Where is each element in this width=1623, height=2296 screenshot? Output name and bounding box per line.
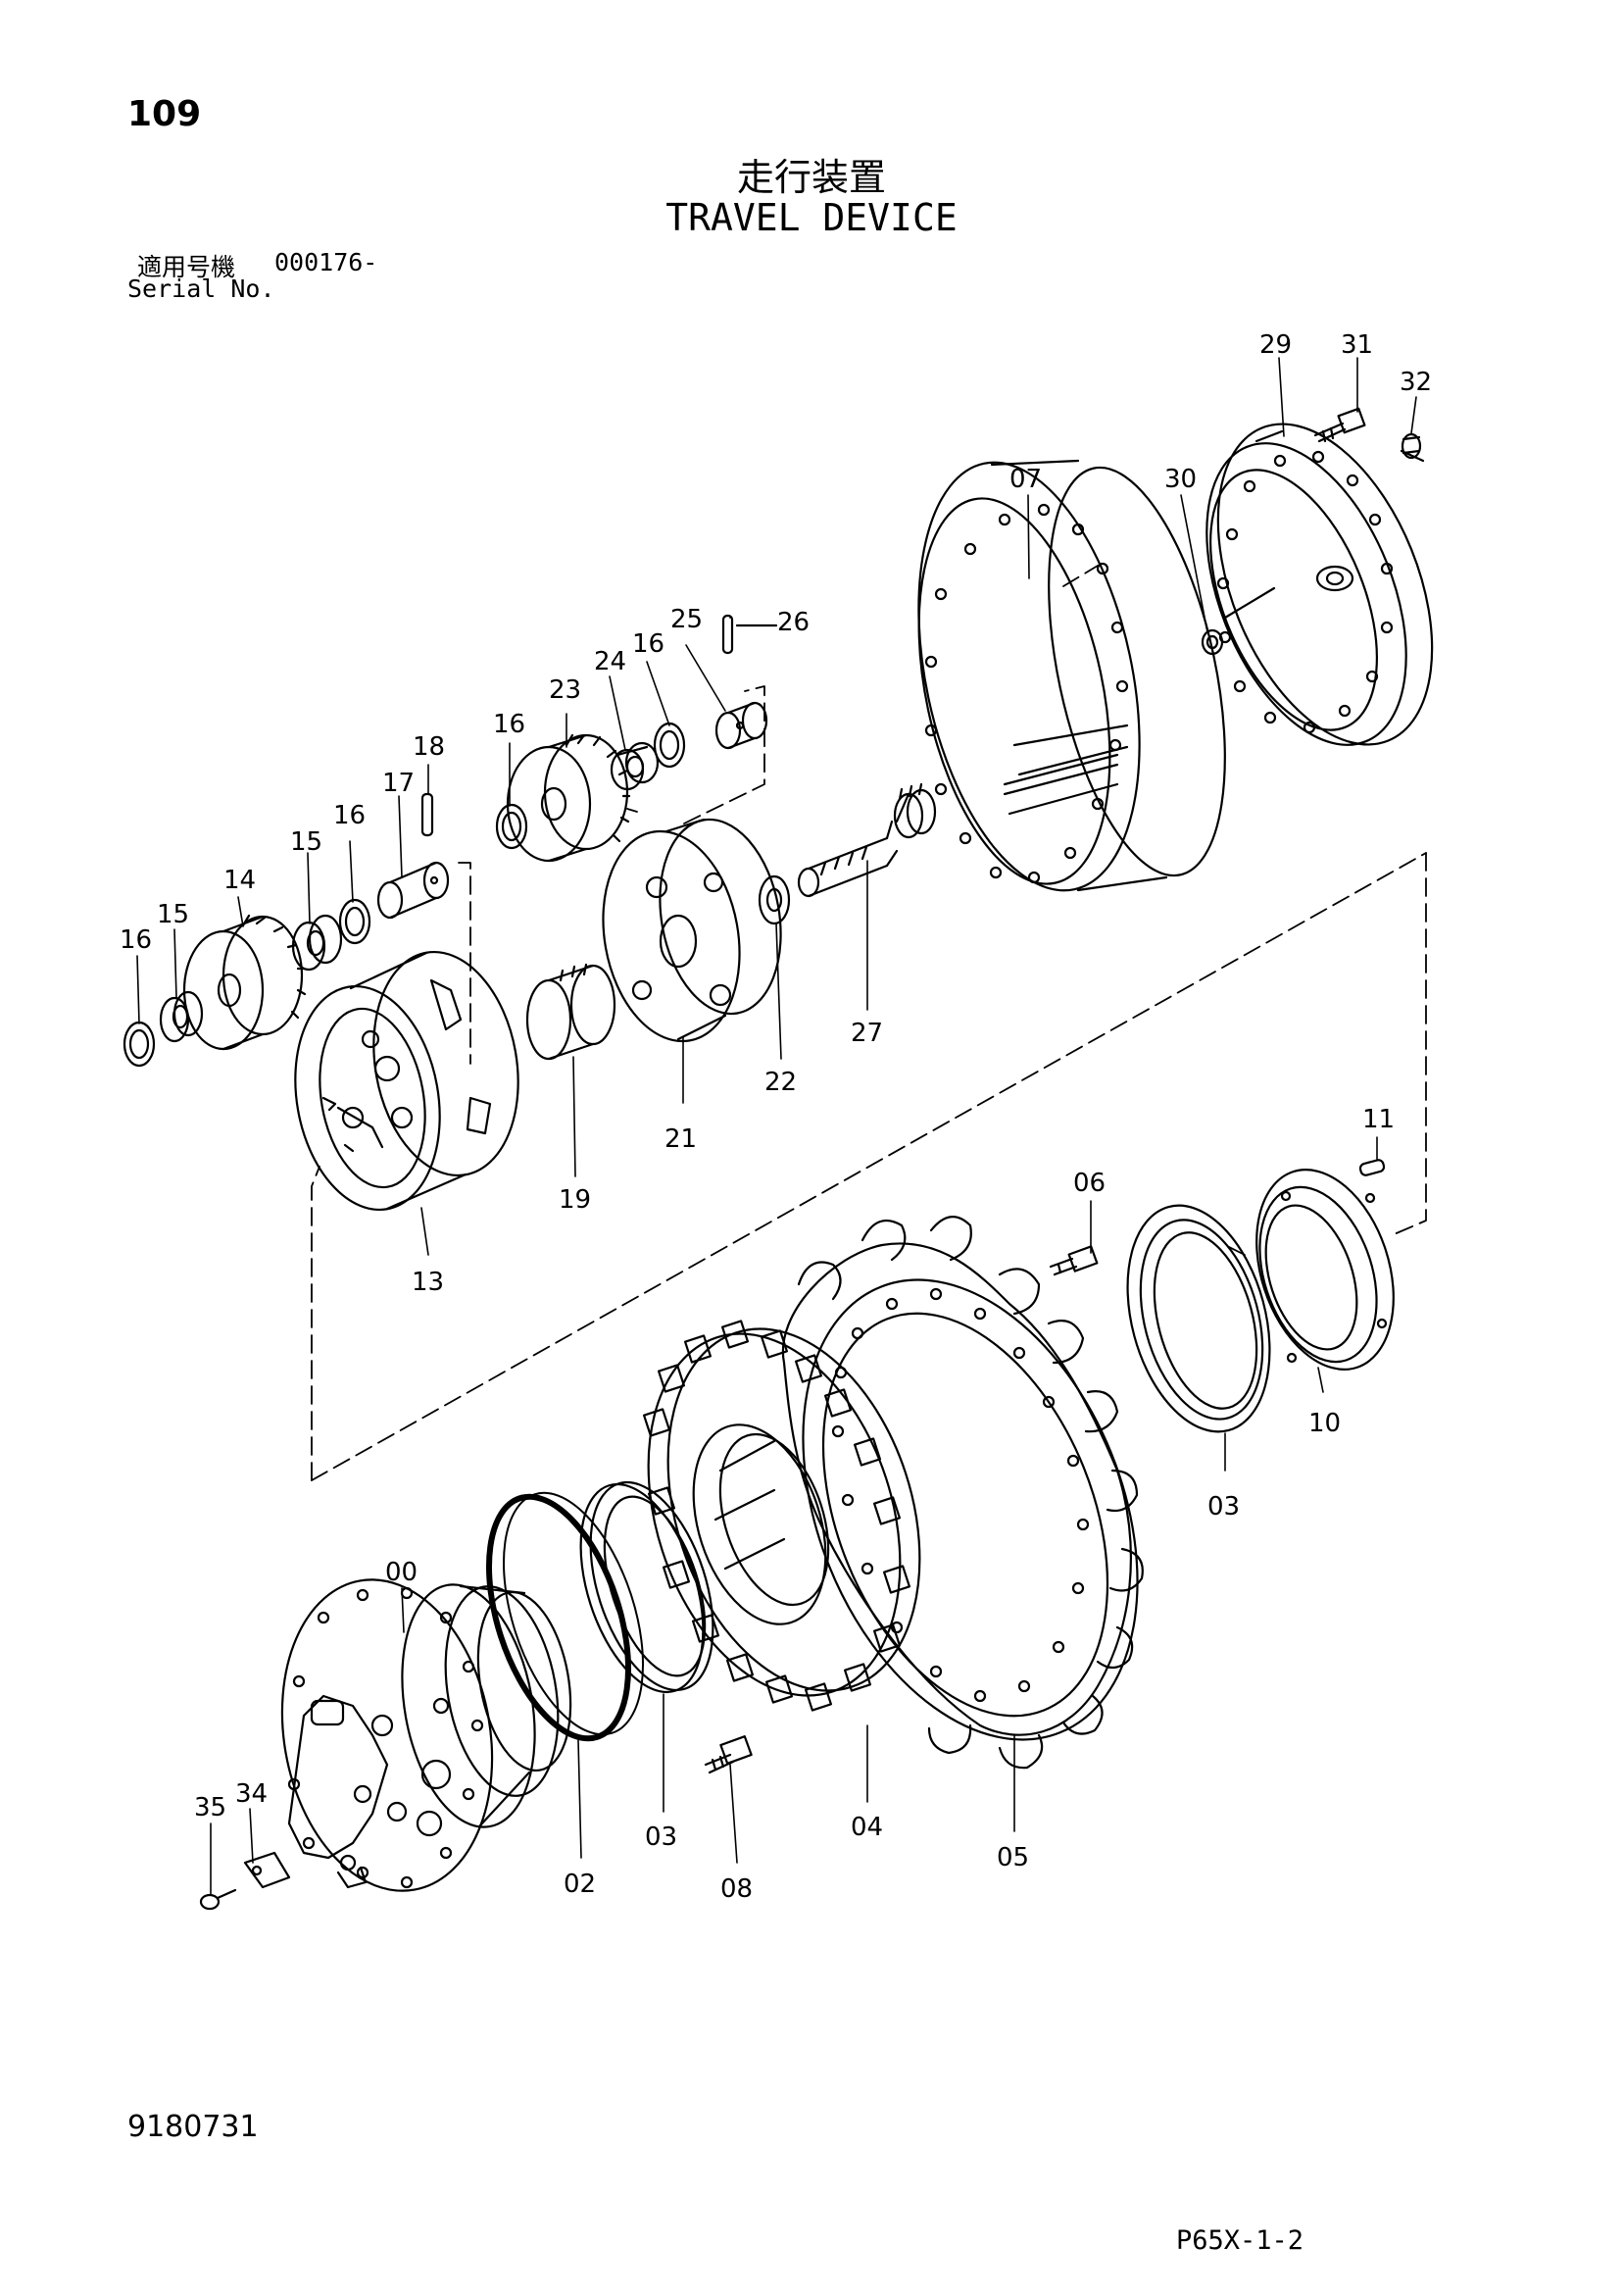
part-15-bearing-b <box>159 990 204 1043</box>
part-21-carrier <box>602 818 782 1043</box>
part-00-travel-motor <box>280 1578 572 1892</box>
hub-lugs <box>642 1320 911 1712</box>
part-16-washer-b <box>495 803 528 850</box>
part-25-collar <box>714 701 768 750</box>
callout-31: 31 <box>1341 330 1373 360</box>
serial-label-english: Serial No. <box>127 275 275 303</box>
part-06-bolt <box>1049 1245 1099 1276</box>
part-22-thrust-washer <box>758 874 791 925</box>
part-24-bearing <box>610 741 660 791</box>
page-title-english: TRAVEL DEVICE <box>665 196 958 239</box>
callout-16: 16 <box>632 629 664 659</box>
part-19-sun-gear <box>525 963 616 1061</box>
part-08-bolt <box>704 1735 753 1774</box>
part-03-floating-seal-right <box>1126 1204 1271 1433</box>
sprocket-teeth <box>797 1216 1144 1770</box>
serial-range: 000176- <box>274 248 378 276</box>
callout-27: 27 <box>851 1019 883 1048</box>
part-18-pin <box>420 792 434 837</box>
part-04-hub <box>642 1320 921 1712</box>
callout-04: 04 <box>851 1813 883 1842</box>
part-23-gear <box>506 733 631 863</box>
document-number: 9180731 <box>127 2110 259 2144</box>
callout-21: 21 <box>664 1124 697 1154</box>
callout-06: 06 <box>1073 1169 1106 1198</box>
callout-03: 03 <box>1207 1492 1240 1522</box>
part-11-pin <box>1358 1159 1386 1176</box>
part-26-pin <box>721 614 778 655</box>
callout-19: 19 <box>559 1185 591 1215</box>
motor-bolt-holes <box>287 1586 484 1889</box>
part-10-seal-holder <box>1255 1169 1395 1371</box>
part-31-bolt <box>1313 407 1366 443</box>
part-13-carrier <box>294 950 519 1212</box>
callout-26: 26 <box>777 608 810 637</box>
callout-08: 08 <box>720 1874 753 1904</box>
callout-14: 14 <box>223 866 256 895</box>
callout-32: 32 <box>1400 368 1432 397</box>
callout-23: 23 <box>549 675 581 705</box>
cover-bolt-holes <box>1216 450 1394 734</box>
part-34-plate <box>243 1851 291 1889</box>
callout-16: 16 <box>333 801 366 830</box>
callout-17: 17 <box>382 769 415 798</box>
callout-07: 07 <box>1009 465 1042 494</box>
callout-35: 35 <box>194 1793 226 1822</box>
part-27-drive-shaft <box>797 782 937 898</box>
part-02-oring <box>485 1493 632 1742</box>
callout-15: 15 <box>290 827 322 857</box>
leader-lines <box>136 357 1417 1895</box>
part-16-washer-c <box>653 722 686 769</box>
part-35-screw <box>199 1888 237 1911</box>
callout-03: 03 <box>645 1822 677 1852</box>
part-17-shaft <box>376 861 450 920</box>
callout-labels: 29 31 32 07 30 26 25 16 24 23 16 18 17 1… <box>120 330 1432 1904</box>
housing-spline <box>1003 724 1129 816</box>
part-32-plug <box>1401 432 1422 460</box>
callout-10: 10 <box>1308 1409 1341 1438</box>
part-15-bearing-a <box>291 914 343 972</box>
callout-29: 29 <box>1259 330 1292 360</box>
callout-05: 05 <box>997 1843 1029 1872</box>
part-05-sprocket <box>781 1216 1144 1770</box>
page-title-japanese: 走行装置 <box>736 156 886 199</box>
callout-16: 16 <box>120 925 152 955</box>
page-number: 109 <box>127 94 202 134</box>
assembly-guide-lines <box>311 565 1427 1481</box>
callout-18: 18 <box>413 732 445 762</box>
part-03-floating-seal-left <box>579 1480 714 1694</box>
part-29-cover <box>1205 423 1434 746</box>
callout-24: 24 <box>594 647 626 676</box>
callout-15: 15 <box>157 900 189 929</box>
part-16-washer-a <box>338 898 371 945</box>
callout-00: 00 <box>385 1558 418 1587</box>
part-16-washer-d <box>123 1021 156 1068</box>
callout-22: 22 <box>764 1068 797 1097</box>
callout-02: 02 <box>564 1870 596 1899</box>
part-07-housing <box>917 459 1226 892</box>
page-code: P65X-1-2 <box>1176 2225 1304 2256</box>
serial-label-japanese: 適用号機 <box>137 253 236 281</box>
housing-bolt-holes <box>924 503 1129 884</box>
callout-25: 25 <box>670 605 703 634</box>
part-14-gear <box>182 914 307 1051</box>
callout-30: 30 <box>1164 465 1197 494</box>
callout-34: 34 <box>235 1779 268 1809</box>
callout-16: 16 <box>493 710 525 739</box>
callout-13: 13 <box>412 1268 444 1297</box>
callout-11: 11 <box>1362 1105 1395 1134</box>
